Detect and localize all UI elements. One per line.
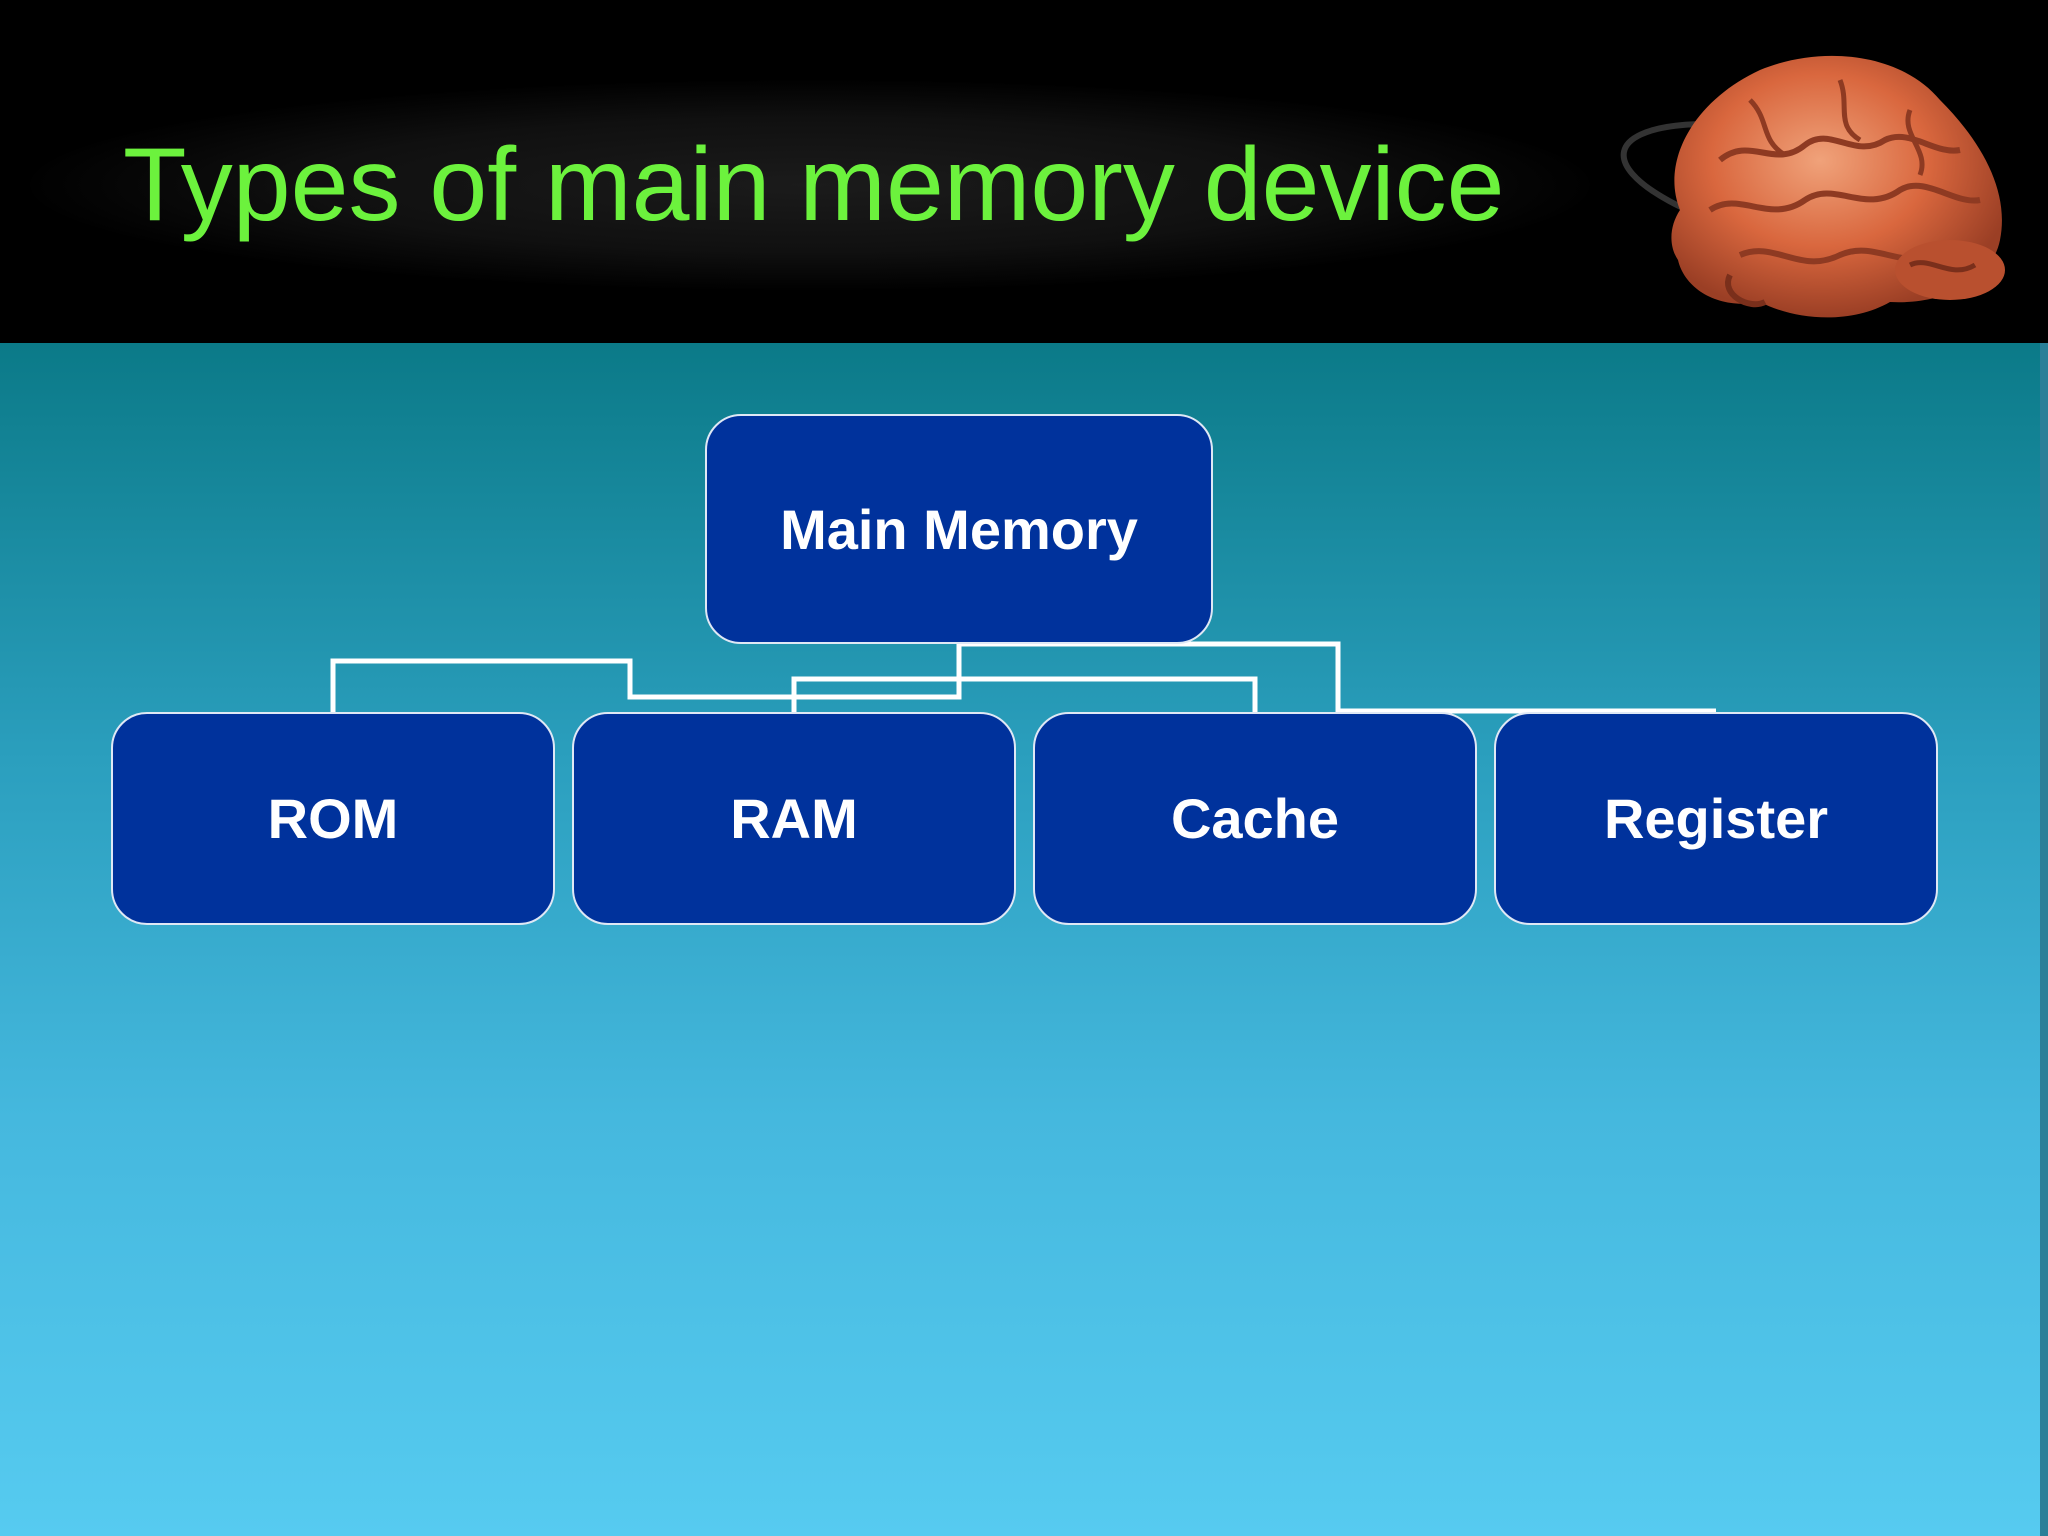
node-register: Register xyxy=(1494,712,1938,925)
node-register-label: Register xyxy=(1603,787,1829,850)
node-main-memory-label: Main Memory xyxy=(780,497,1138,561)
header-glow xyxy=(30,80,1590,290)
node-main-memory: Main Memory xyxy=(705,414,1213,644)
right-edge xyxy=(2040,343,2048,1536)
node-cache: Cache xyxy=(1033,712,1477,925)
connector-cache xyxy=(956,644,1258,712)
connector-ram xyxy=(791,644,962,712)
node-cache-label: Cache xyxy=(1170,787,1340,850)
connector-rom xyxy=(330,644,962,712)
connector-register xyxy=(959,641,1716,714)
slide-title: Types of main memory device xyxy=(123,127,1505,243)
node-ram: RAM xyxy=(572,712,1016,925)
node-rom: ROM xyxy=(111,712,555,925)
header-band: Types of main memory device xyxy=(0,0,2048,343)
node-rom-label: ROM xyxy=(267,787,399,850)
brain-icon xyxy=(1620,55,2005,318)
node-ram-label: RAM xyxy=(730,787,858,850)
